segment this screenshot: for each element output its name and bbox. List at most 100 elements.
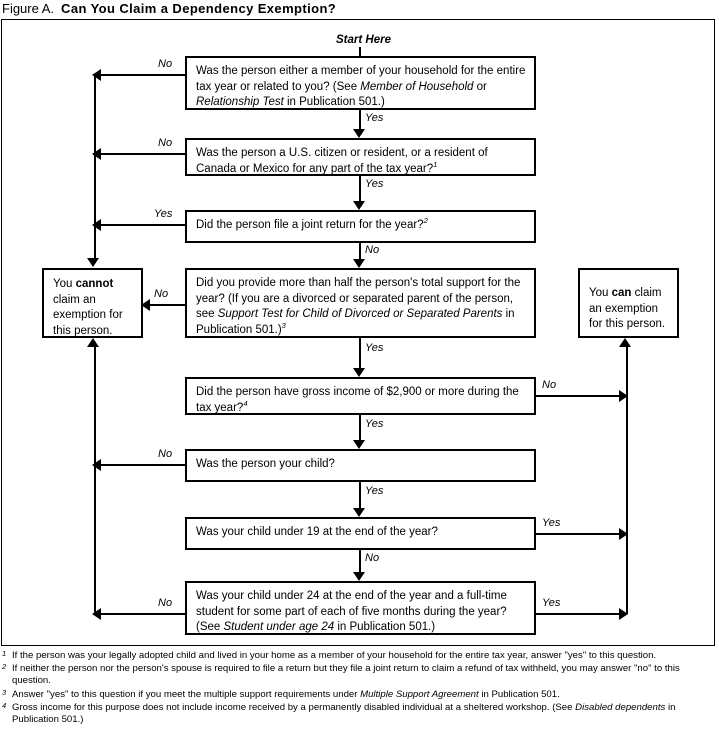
- figure-title-text: Can You Claim a Dependency Exemption?: [61, 1, 337, 16]
- q4-line2: year? (If you are a divorced or separate…: [196, 292, 514, 305]
- footnote-1-marker: 1: [2, 649, 7, 658]
- q2-footnote-ref: 1: [433, 159, 438, 169]
- edge-q1-no-line: [100, 74, 185, 76]
- decision-box-household-or-relationship[interactable]: Was the person either a member of your h…: [185, 56, 536, 110]
- edge-q3-no-arrowhead: [353, 259, 365, 268]
- footnote-2-marker: 2: [2, 662, 7, 672]
- edge-label-q7-no: No: [365, 552, 380, 564]
- left-trunk-lower-arrowhead: [87, 338, 99, 347]
- q2-line1: Was the person a U.S. citizen or residen…: [196, 147, 488, 159]
- q8-line2: student for some part of each of five mo…: [196, 605, 507, 618]
- edge-q8-yes-arrowhead: [619, 608, 628, 620]
- q3-footnote-ref: 2: [423, 216, 428, 226]
- edge-q7-no-arrowhead: [353, 572, 365, 581]
- edge-q1-no-arrowhead: [92, 69, 101, 81]
- q6-line1: Was the person your child?: [196, 458, 335, 470]
- edge-label-q2-yes: Yes: [365, 178, 384, 190]
- edge-q4-yes-arrowhead: [353, 368, 365, 377]
- can-a2: claim: [631, 287, 662, 299]
- edge-label-q6-no: No: [158, 448, 173, 460]
- edge-q4-no-line: [149, 304, 185, 306]
- can-b: an exemption: [589, 302, 659, 315]
- footnote-2-text: If neither the person nor the person's s…: [12, 663, 680, 687]
- edge-label-q7-yes: Yes: [542, 517, 561, 529]
- decision-box-gross-income[interactable]: Did the person have gross income of $2,9…: [185, 377, 536, 415]
- edge-q8-yes-line: [536, 613, 622, 615]
- q4-line3-a: see: [196, 308, 218, 320]
- edge-q5-no-arrowhead: [619, 390, 628, 402]
- q7-line1: Was your child under 19 at the end of th…: [196, 526, 438, 538]
- edge-q2-no-line: [100, 153, 185, 155]
- can-a: You: [589, 287, 612, 299]
- edge-q5-yes-arrowhead: [353, 440, 365, 449]
- edge-q7-no-line: [359, 550, 361, 572]
- edge-q6-no-line: [100, 464, 185, 466]
- can-c: for this person.: [589, 318, 666, 330]
- q4-line4: Publication 501.): [196, 323, 282, 336]
- terminal-box-cannot-claim[interactable]: You cannot claim an exemption for this p…: [42, 268, 143, 338]
- q4-line3-italic: Support Test for Child of Divorced or Se…: [217, 308, 503, 320]
- q1-line3-b: in Publication 501.): [283, 96, 385, 108]
- q5-line2: tax year?: [196, 401, 244, 414]
- edge-label-q2-no: No: [158, 137, 173, 149]
- edge-label-q8-yes: Yes: [542, 597, 561, 609]
- left-trunk-upper: [94, 74, 96, 259]
- right-trunk: [626, 347, 628, 614]
- edge-q5-yes-line: [359, 415, 361, 440]
- edge-label-q1-yes: Yes: [365, 112, 384, 124]
- decision-box-was-your-child[interactable]: Was the person your child?: [185, 449, 536, 482]
- q8-line3-a: (See: [196, 621, 224, 633]
- edge-label-q3-no: No: [365, 244, 380, 256]
- footnote-2: 2 If neither the person nor the person's …: [2, 662, 718, 687]
- decision-box-under-19[interactable]: Was your child under 19 at the end of th…: [185, 517, 536, 550]
- edge-q8-no-line: [100, 613, 185, 615]
- edge-q3-yes-arrowhead: [92, 219, 101, 231]
- q1-line2-b: or: [473, 80, 487, 93]
- q5-line1: Did the person have gross income of $2,9…: [196, 386, 519, 398]
- footnote-3-marker: 3: [2, 687, 7, 697]
- edge-start-line: [359, 47, 361, 56]
- decision-box-under-24-student[interactable]: Was your child under 24 at the end of th…: [185, 581, 536, 635]
- footnotes: 1 If the person was your legally adopted …: [2, 649, 718, 727]
- left-trunk-lower: [94, 347, 96, 615]
- footnote-1: 1 If the person was your legally adopted …: [2, 649, 718, 662]
- decision-box-joint-return[interactable]: Did the person file a joint return for t…: [185, 210, 536, 243]
- q1-line1: Was the person either a member of your h…: [196, 65, 526, 77]
- cannot-a: You: [53, 278, 76, 290]
- footnote-4-italic: Disabled dependents: [575, 701, 666, 713]
- edge-q2-yes-line: [359, 176, 361, 202]
- q2-line2: Canada or Mexico for any part of the tax…: [196, 162, 434, 175]
- q4-line1: Did you provide more than half the perso…: [196, 277, 521, 289]
- q1-line3-italic: Relationship Test: [196, 96, 284, 108]
- edge-q1-yes-arrowhead: [353, 129, 365, 138]
- edge-label-q5-yes: Yes: [365, 418, 384, 430]
- edge-label-q4-no: No: [154, 288, 169, 300]
- footnote-1-text: If the person was your legally adopted c…: [12, 650, 657, 661]
- edge-q2-no-arrowhead: [92, 148, 101, 160]
- cannot-b: claim an: [53, 293, 96, 306]
- footnote-4-text: Gross income for this purpose does not i…: [12, 701, 576, 713]
- edge-q3-no-line: [359, 243, 361, 259]
- edge-q1-yes-line: [359, 110, 361, 130]
- cannot-d: this person.: [53, 324, 113, 337]
- edge-q6-yes-line: [359, 482, 361, 508]
- edge-q7-yes-arrowhead: [619, 528, 628, 540]
- edge-q7-yes-line: [536, 533, 622, 535]
- edge-label-q8-no: No: [158, 597, 173, 609]
- edge-label-q3-yes: Yes: [154, 208, 173, 220]
- edge-label-q6-yes: Yes: [365, 485, 384, 497]
- q4-footnote-ref: 3: [281, 320, 286, 330]
- edge-q4-no-arrowhead: [141, 299, 150, 311]
- flowchart-frame: Start Here Was the person either a membe…: [1, 19, 715, 646]
- cannot-c: exemption for: [53, 309, 123, 321]
- decision-box-total-support[interactable]: Did you provide more than half the perso…: [185, 268, 536, 338]
- terminal-box-can-claim[interactable]: You can claim an exemption for this pers…: [578, 268, 679, 338]
- page-title: Figure A.Can You Claim a Dependency Exem…: [2, 1, 717, 17]
- decision-box-citizen-or-resident[interactable]: Was the person a U.S. citizen or residen…: [185, 138, 536, 176]
- edge-q6-yes-arrowhead: [353, 508, 365, 517]
- q8-line1: Was your child under 24 at the end of th…: [196, 590, 507, 602]
- q5-footnote-ref: 4: [243, 398, 248, 408]
- footnote-3-text: Answer "yes" to this question if you mee…: [12, 688, 361, 700]
- footnote-3-post: in Publication 501.: [478, 688, 560, 700]
